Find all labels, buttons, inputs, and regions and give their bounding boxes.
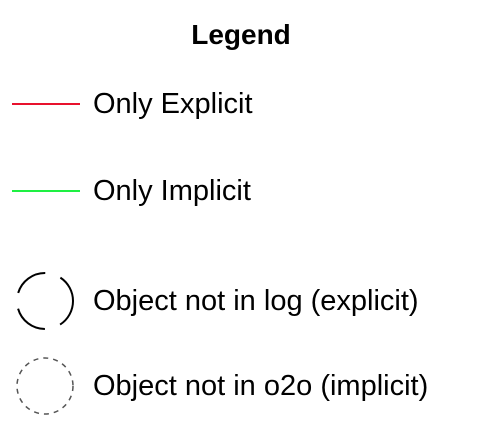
legend-label-object-not-in-o2o: Object not in o2o (implicit) bbox=[93, 370, 429, 402]
legend-item-only-explicit: Only Explicit bbox=[0, 74, 482, 134]
legend-item-object-not-in-log: Object not in log (explicit) bbox=[0, 271, 482, 331]
red-line-symbol bbox=[12, 103, 80, 105]
legend-label-only-implicit: Only Implicit bbox=[93, 175, 251, 207]
legend-label-only-explicit: Only Explicit bbox=[93, 88, 253, 120]
legend-item-only-implicit: Only Implicit bbox=[0, 161, 482, 221]
short-dashed-circle-stroke bbox=[16, 357, 74, 415]
short-dashed-circle-icon bbox=[16, 357, 74, 415]
long-dashed-circle-stroke bbox=[16, 272, 74, 330]
legend-item-object-not-in-o2o: Object not in o2o (implicit) bbox=[0, 356, 482, 416]
long-dashed-circle-icon bbox=[16, 272, 74, 330]
legend-label-object-not-in-log: Object not in log (explicit) bbox=[93, 285, 419, 317]
green-line-symbol bbox=[12, 190, 80, 192]
legend-title: Legend bbox=[191, 19, 291, 50]
